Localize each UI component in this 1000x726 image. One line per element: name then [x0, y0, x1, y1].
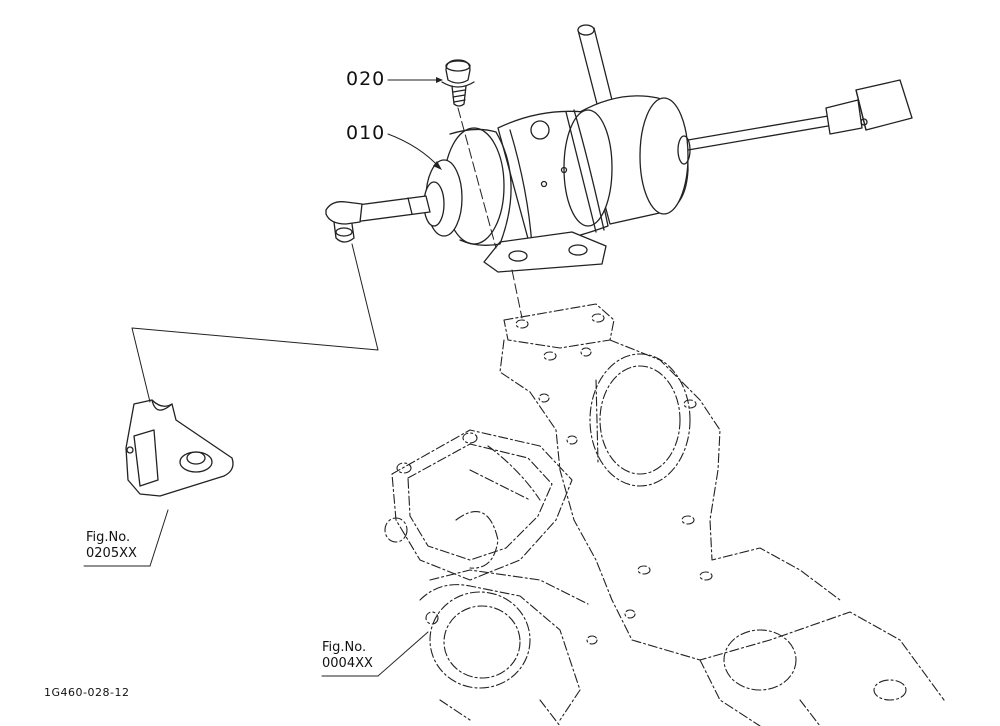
gear-case-housing[interactable]: [384, 303, 945, 726]
flange-bolt-part-020[interactable]: [441, 59, 475, 107]
leader-010: [387, 133, 441, 169]
leader-lines: [83, 77, 523, 677]
drawing-code: 1G460-028-12: [44, 686, 130, 699]
stop-solenoid-part-010[interactable]: [325, 24, 913, 273]
lever-bracket-assembly[interactable]: [125, 399, 234, 497]
callout-010: 010: [346, 122, 386, 144]
fig-ref-label: Fig.No.: [322, 640, 367, 655]
fig-ref-number: 0205XX: [86, 546, 137, 561]
callout-020: 020: [346, 68, 386, 90]
fig-ref-number: 0004XX: [322, 656, 373, 671]
fig-ref-0004xx[interactable]: Fig.No. 0004XX: [322, 640, 373, 672]
fig-ref-0205xx[interactable]: Fig.No. 0205XX: [86, 530, 137, 562]
fig-ref-label: Fig.No.: [86, 530, 131, 545]
